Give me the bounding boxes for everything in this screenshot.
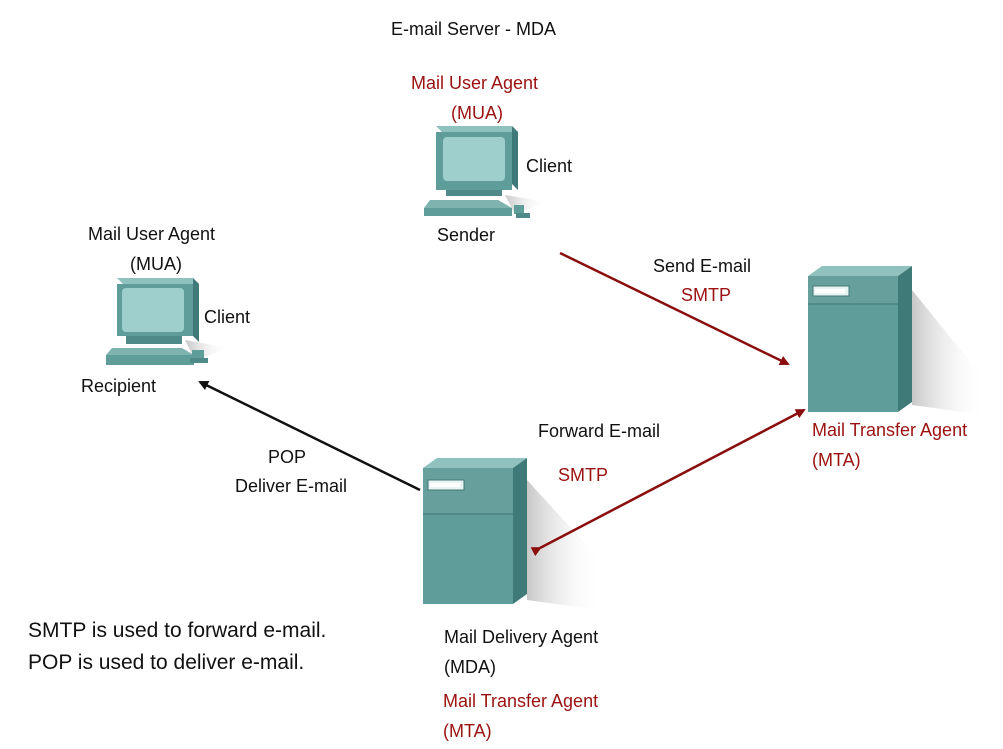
mta-name-label: Mail Transfer Agent: [812, 420, 968, 440]
mta-abbr-label: (MTA): [812, 450, 861, 470]
recipient-type-label: Client: [204, 307, 251, 327]
deliver-email-label: Deliver E-mail: [235, 476, 348, 496]
send-email-label: Send E-mail: [653, 256, 752, 276]
sender-type-label: Client: [526, 156, 573, 176]
mda-mta-name-label: Mail Transfer Agent: [443, 691, 599, 711]
forward-protocol-label: SMTP: [558, 465, 609, 485]
recipient-computer-icon: [106, 278, 230, 365]
note-pop: POP is used to deliver e-mail.: [28, 651, 305, 674]
recipient-role-label: Mail User Agent: [88, 224, 216, 244]
deliver-email-arrow: [198, 380, 421, 492]
forward-email-label: Forward E-mail: [538, 421, 661, 441]
recipient-role-abbr: (MUA): [130, 254, 182, 274]
forward-email-arrow: [530, 408, 806, 557]
sender-computer-icon: [424, 126, 548, 218]
mda-mta-abbr-label: (MTA): [443, 721, 492, 741]
deliver-protocol-label: POP: [268, 447, 307, 467]
note-smtp: SMTP is used to forward e-mail.: [28, 619, 327, 642]
send-protocol-label: SMTP: [681, 285, 732, 305]
mta-server-icon: [808, 266, 985, 415]
send-email-arrow: [559, 251, 790, 366]
recipient-name-label: Recipient: [81, 376, 157, 396]
sender-role-label: Mail User Agent: [411, 73, 539, 93]
mda-abbr-label: (MDA): [444, 657, 496, 677]
sender-role-abbr: (MUA): [451, 103, 503, 123]
diagram-title: E-mail Server - MDA: [391, 19, 557, 39]
sender-name-label: Sender: [437, 225, 496, 245]
mda-name-label: Mail Delivery Agent: [444, 627, 599, 647]
